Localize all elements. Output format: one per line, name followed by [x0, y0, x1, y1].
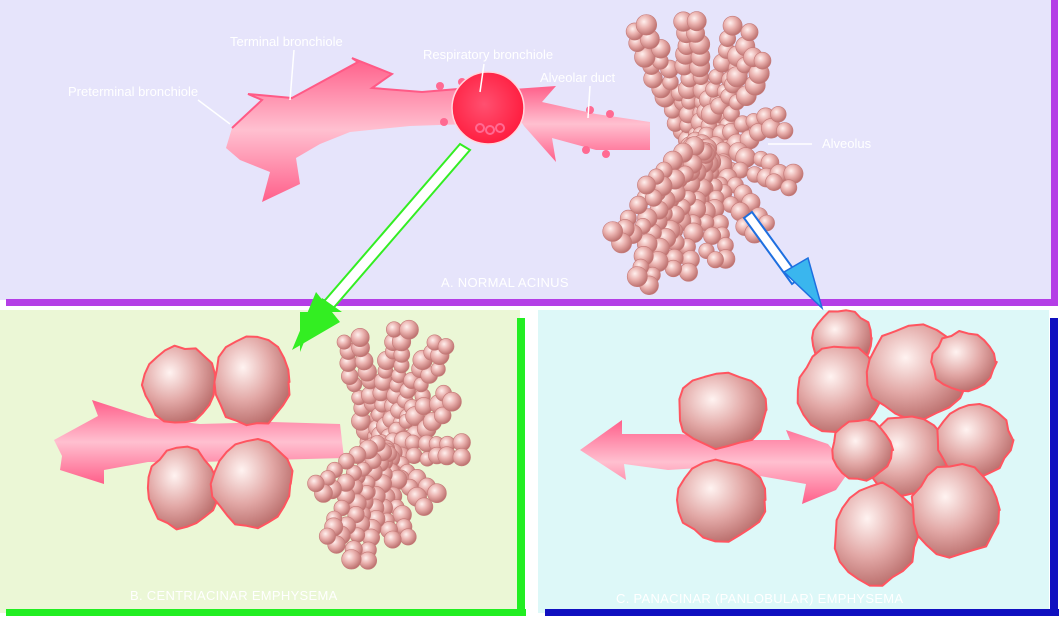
alveolus-bead — [679, 262, 698, 282]
alveolus-bead — [637, 175, 656, 195]
caption-panel-a: A. NORMAL ACINUS — [441, 275, 569, 290]
caption-panel-c: C. PANACINAR (PANLOBULAR) EMPHYSEMA — [616, 591, 903, 606]
alveolus-bead — [399, 319, 419, 340]
panel-b-border — [6, 318, 526, 616]
alveolus-bead — [602, 221, 624, 242]
alveolus-bead — [780, 179, 798, 197]
alveolus-bead — [338, 452, 355, 470]
alveolus-bead — [629, 195, 648, 215]
alveolus-bead — [776, 122, 794, 140]
alveolus-bead — [383, 530, 402, 549]
enlarged-alveoli-c — [676, 309, 1015, 587]
enlarged-alveolus — [831, 418, 895, 482]
dilated-sac — [209, 438, 294, 530]
alveolus-bead — [770, 106, 787, 123]
label-preterminal-bronchiole: Preterminal bronchiole — [68, 84, 198, 99]
alveolus-bead — [740, 23, 759, 42]
enlarged-alveolus — [910, 463, 1001, 559]
enlarged-alveolus — [936, 403, 1015, 479]
dilated-sac — [213, 335, 291, 427]
alveolus-bead — [341, 549, 362, 570]
alveolus-bead — [722, 15, 743, 36]
airway-tree-b — [54, 400, 344, 484]
alveolus-bead — [427, 483, 447, 504]
alveolus-bead — [318, 527, 336, 545]
green-arrow-icon — [292, 142, 472, 352]
dilated-respiratory-bronchioles-b — [140, 335, 294, 531]
alveolus-bead — [336, 334, 352, 350]
dilated-sac — [140, 344, 217, 424]
alveolus-bead — [414, 497, 434, 516]
label-leader-lines — [197, 49, 812, 145]
alveolus-bead — [765, 173, 783, 191]
label-alveolus: Alveolus — [822, 136, 872, 151]
alveolus-bead — [703, 226, 722, 245]
respiratory-bronchiole-highlight — [451, 71, 525, 145]
panel-c-border — [545, 318, 1059, 616]
label-alveolar-duct: Alveolar duct — [540, 70, 616, 85]
alveolus-bead — [706, 251, 724, 269]
alveolus-bead — [399, 528, 417, 546]
alveolus-bead — [350, 327, 370, 347]
alveoli-cluster-a — [602, 11, 804, 295]
alveolus-bead — [358, 551, 377, 570]
blue-arrow-icon — [742, 210, 824, 311]
alveolus-bead — [307, 474, 325, 493]
panel-a-border — [6, 0, 1058, 306]
alveoli-cluster-b — [307, 319, 471, 570]
caption-panel-b: B. CENTRIACINAR EMPHYSEMA — [130, 588, 338, 603]
alveolus-bead — [437, 338, 455, 355]
label-respiratory-bronchiole: Respiratory bronchiole — [423, 47, 553, 62]
alveolus-bead — [442, 391, 462, 412]
enlarged-alveolus — [930, 330, 998, 393]
enlarged-alveolus — [678, 371, 768, 451]
airway-tree-a — [226, 57, 650, 202]
enlarged-alveolus — [833, 481, 921, 587]
panel-a-background — [0, 0, 1052, 300]
dilated-sac — [146, 445, 219, 531]
alveolus-bead — [434, 406, 452, 425]
label-terminal-bronchiole: Terminal bronchiole — [230, 34, 343, 49]
respiratory-bronchiole-bumps — [475, 123, 505, 135]
alveolus-bead — [753, 51, 772, 70]
alveolus-bead — [635, 14, 658, 36]
enlarged-alveolus — [676, 458, 767, 543]
alveolus-bead — [626, 266, 648, 288]
alveolus-bead — [452, 448, 471, 467]
alveolus-bead — [686, 11, 707, 32]
